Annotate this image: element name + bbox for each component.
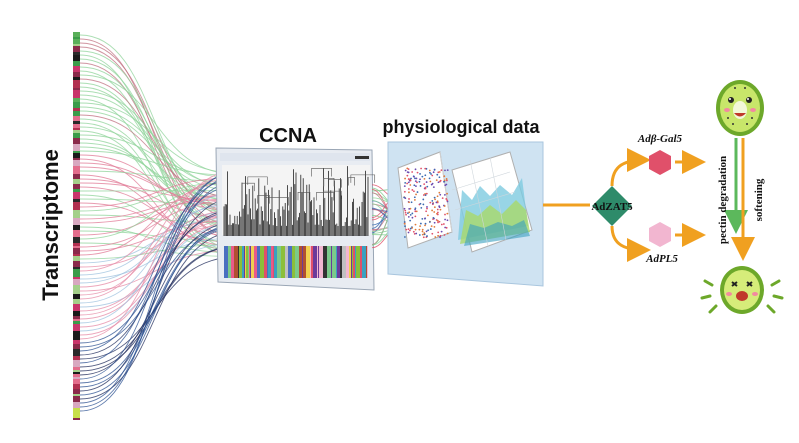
- happy-kiwi-icon: [716, 80, 764, 136]
- ccna-dendrogram: [222, 156, 376, 236]
- physiological-data-label: physiological data: [382, 117, 540, 137]
- physiological-panel: [387, 141, 544, 287]
- pectin-degradation-label: pectin degradation: [717, 156, 729, 244]
- adzat5-label: AdZAT5: [591, 201, 633, 213]
- ccna-label: CCNA: [259, 125, 317, 147]
- surface-3d-plot: [451, 151, 533, 253]
- tf-to-gal5-arrow: [610, 148, 651, 187]
- adzat5-node: [592, 186, 632, 226]
- adb-gal5-label: Adβ-Gal5: [637, 133, 683, 145]
- tf-to-pl5-arrow: [610, 225, 651, 262]
- ccna-module-color-strip: [224, 246, 368, 278]
- adpl5-label: AdPL5: [645, 253, 678, 265]
- soft-kiwi-icon: [700, 266, 784, 314]
- transcriptome-flow-lines: [79, 34, 241, 412]
- transcriptome-label: Transcriptome: [38, 149, 63, 301]
- adb-gal5-node: [649, 150, 671, 175]
- softening-label: softening: [753, 178, 765, 221]
- scatter-3d-plot: [397, 151, 453, 249]
- adpl5-node: [649, 222, 671, 247]
- transcriptome-color-bar: [73, 32, 80, 420]
- ccna-panel: [215, 147, 376, 291]
